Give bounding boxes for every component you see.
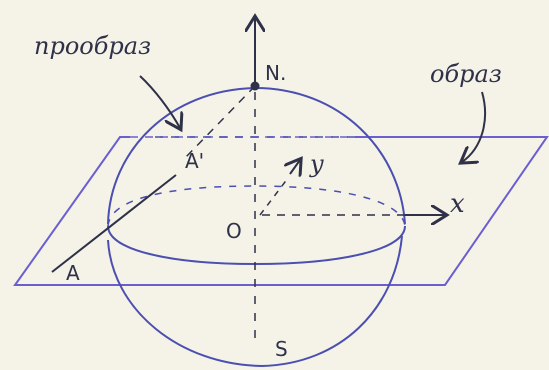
y-axis-label: y xyxy=(309,150,324,178)
north-pole-label: N. xyxy=(265,61,286,85)
x-axis-label: x xyxy=(450,189,465,219)
origin-label: O xyxy=(226,219,242,243)
equator-back xyxy=(107,185,406,227)
point-a-label: A xyxy=(66,261,80,285)
point-a-prime-label: A' xyxy=(185,149,204,173)
preimage-label: прообраз xyxy=(34,32,151,60)
equator-front xyxy=(107,225,406,266)
y-axis-hidden xyxy=(259,177,289,216)
south-pole-label: S xyxy=(275,337,288,361)
projection-plane xyxy=(13,136,549,286)
preimage-arrow xyxy=(139,75,180,128)
sphere-upper-outline xyxy=(107,86,406,225)
projection-line-visible xyxy=(51,174,177,273)
image-label: образ xyxy=(430,60,502,88)
projection-line-hidden xyxy=(184,85,256,159)
image-arrow xyxy=(462,91,486,162)
sphere-lower-outline xyxy=(107,235,403,368)
y-axis-arrow xyxy=(290,160,300,174)
north-pole-point xyxy=(250,81,260,91)
